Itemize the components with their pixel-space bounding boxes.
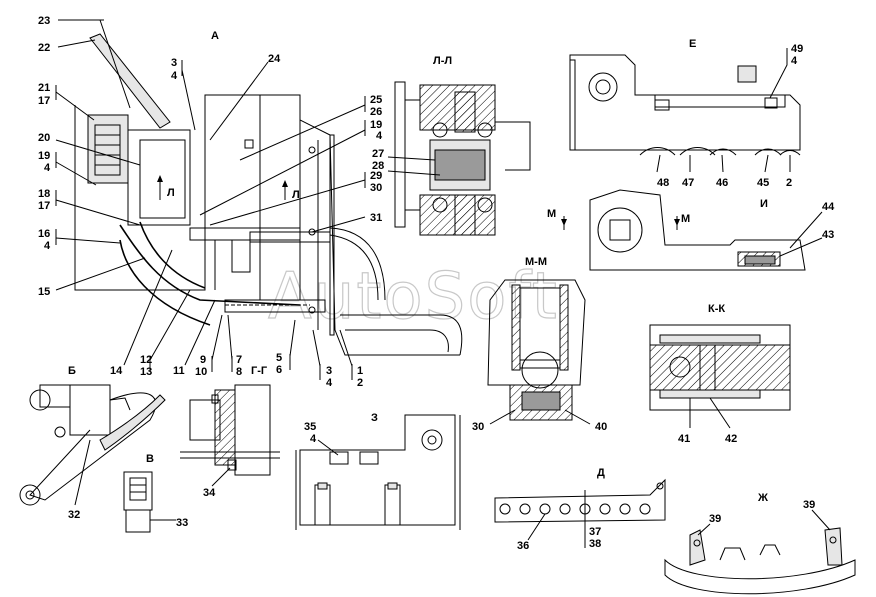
view-label-e: Е (689, 38, 696, 50)
callout-28: 28 (372, 160, 384, 172)
view-mm-section (487, 279, 591, 425)
callout-23: 23 (38, 15, 50, 27)
callout-42: 42 (725, 433, 737, 445)
callout-8: 8 (236, 366, 242, 378)
callout-26: 26 (370, 106, 382, 118)
callout-4: 4 (44, 162, 51, 174)
callout-47: 47 (682, 177, 694, 189)
view-label-v: В (146, 453, 154, 465)
callout-30b: 30 (472, 421, 484, 433)
callout-48: 48 (657, 177, 669, 189)
callout-4f: 4 (326, 377, 333, 389)
view-i-block (561, 189, 823, 271)
callout-41: 41 (678, 433, 690, 445)
callout-4c: 4 (171, 70, 178, 82)
view-v-detail (123, 471, 176, 533)
callout-4e: 4 (791, 55, 798, 67)
view-gg-section (180, 384, 280, 487)
section-mark-l-upper: Л (167, 187, 175, 199)
view-label-z: З (371, 412, 378, 424)
callout-5: 5 (276, 352, 282, 364)
callout-7: 7 (236, 354, 242, 366)
callout-45: 45 (757, 177, 769, 189)
callout-21: 21 (38, 82, 50, 94)
callout-3a: 3 (171, 57, 177, 69)
callout-33: 33 (176, 517, 188, 529)
callout-11: 11 (173, 365, 185, 377)
callout-9: 9 (200, 354, 206, 366)
callout-1: 1 (357, 365, 363, 377)
callout-18: 18 (38, 188, 50, 200)
section-mark-l-lower: Л (292, 189, 300, 201)
view-kk-section (649, 324, 791, 429)
view-label-a: А (211, 30, 219, 42)
view-a-assembly (74, 19, 463, 356)
callout-19b: 19 (370, 119, 382, 131)
view-ll-section (387, 81, 531, 236)
callout-2a: 2 (786, 177, 792, 189)
callout-40: 40 (595, 421, 607, 433)
callout-27: 27 (372, 148, 384, 160)
callout-4g: 4 (310, 433, 317, 445)
callout-30a: 30 (370, 182, 382, 194)
section-mark-m-left: М (547, 208, 556, 220)
callout-35: 35 (304, 421, 316, 433)
callout-2b: 2 (357, 377, 363, 389)
view-label-i: И (760, 198, 768, 210)
callout-49: 49 (791, 43, 803, 55)
view-label-ll: Л-Л (433, 55, 452, 67)
section-mark-m-right: М (681, 213, 690, 225)
leaders-view-a (55, 19, 366, 380)
view-e-block (569, 48, 801, 173)
view-label-d: Д (597, 467, 605, 479)
callout-46: 46 (716, 177, 728, 189)
callout-19: 19 (38, 150, 50, 162)
callout-39a: 39 (709, 513, 721, 525)
callout-17: 17 (38, 95, 50, 107)
callout-38: 38 (589, 538, 601, 550)
callout-37: 37 (589, 526, 601, 538)
watermark-text: AutoSoft (268, 260, 559, 334)
callout-20: 20 (38, 132, 50, 144)
view-z-plate (295, 414, 461, 530)
callout-14: 14 (110, 365, 123, 377)
callout-12: 12 (140, 354, 152, 366)
callout-15: 15 (38, 286, 50, 298)
view-zh-rail (664, 509, 856, 595)
view-d-bar (494, 478, 666, 548)
callout-17b: 17 (38, 200, 50, 212)
callout-10: 10 (195, 366, 207, 378)
callout-43: 43 (822, 229, 834, 241)
lever-handle (89, 33, 171, 129)
callout-31: 31 (370, 212, 382, 224)
view-b-bracket (19, 384, 166, 506)
callout-16: 16 (38, 228, 50, 240)
callout-44: 44 (822, 201, 835, 213)
view-label-zh: Ж (757, 492, 768, 504)
callout-29: 29 (370, 170, 382, 182)
callout-13: 13 (140, 366, 152, 378)
callout-3b: 3 (326, 365, 332, 377)
view-label-kk: К-К (708, 303, 725, 315)
callout-39b: 39 (803, 499, 815, 511)
view-label-gg: Г-Г (251, 365, 268, 377)
callout-24: 24 (268, 53, 281, 65)
view-label-mm: М-М (525, 256, 547, 268)
callout-32: 32 (68, 509, 80, 521)
callout-6: 6 (276, 364, 282, 376)
callout-4d: 4 (376, 130, 383, 142)
view-label-b: Б (68, 365, 76, 377)
callout-36: 36 (517, 540, 529, 552)
callout-25: 25 (370, 94, 382, 106)
callout-4b: 4 (44, 240, 51, 252)
callout-34: 34 (203, 487, 216, 499)
callout-22: 22 (38, 42, 50, 54)
